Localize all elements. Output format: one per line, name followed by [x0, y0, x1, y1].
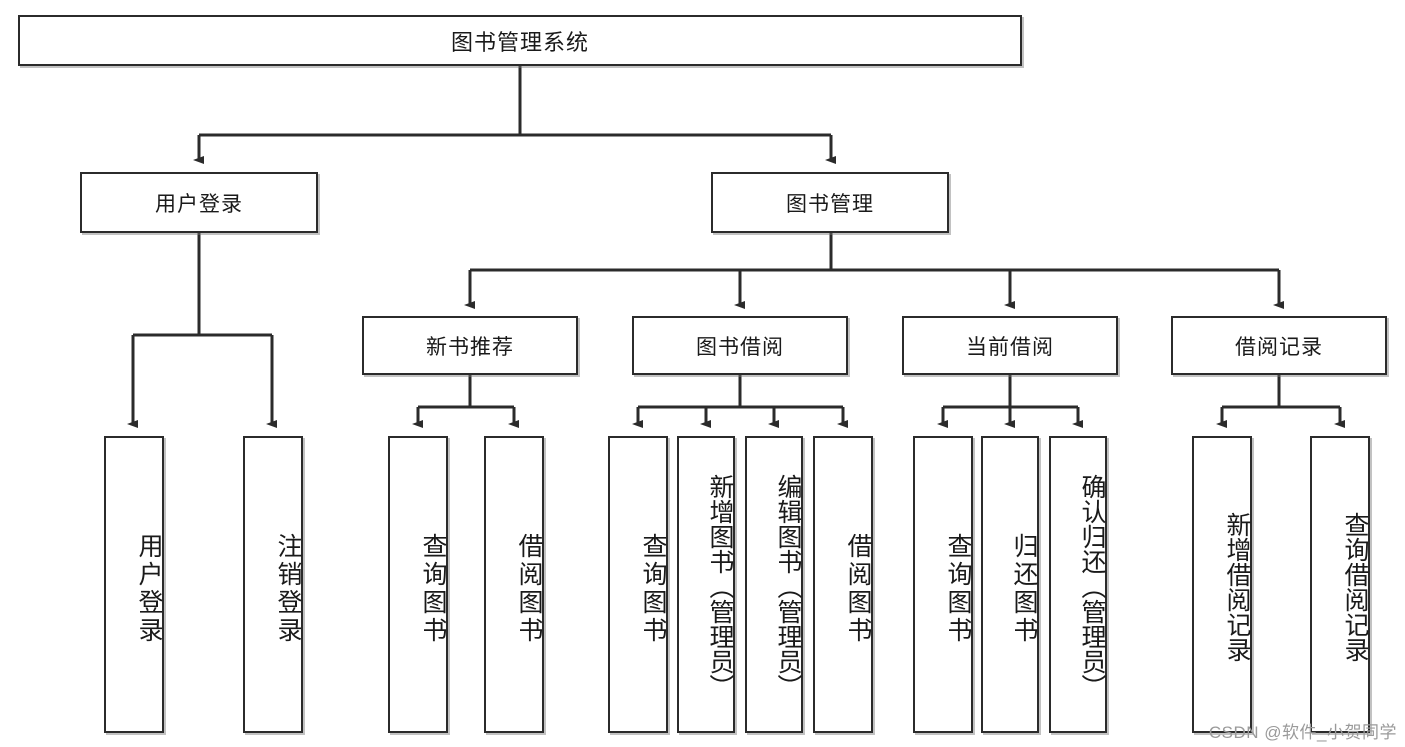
- node-borrow-record[interactable]: 借阅记录: [1171, 316, 1387, 375]
- node-label: 确认归还（管理员）: [1078, 474, 1106, 699]
- leaf-query-book-recommend[interactable]: 查询图书: [388, 436, 448, 733]
- node-label: 借阅图书: [844, 532, 872, 645]
- node-book-borrow[interactable]: 图书借阅: [632, 316, 848, 375]
- leaf-query-book-borrow[interactable]: 查询图书: [608, 436, 668, 733]
- node-label: 图书借阅: [696, 335, 784, 359]
- node-user-login[interactable]: 用户登录: [80, 172, 318, 233]
- node-label: 新增图书（管理员）: [706, 474, 734, 699]
- node-label: 用户登录: [155, 192, 243, 216]
- node-root-system[interactable]: 图书管理系统: [18, 15, 1022, 66]
- node-label: 借阅图书: [515, 532, 543, 645]
- node-label: 查询图书: [944, 532, 972, 645]
- leaf-user-login[interactable]: 用户登录: [104, 436, 164, 733]
- leaf-borrow-book-recommend[interactable]: 借阅图书: [484, 436, 544, 733]
- node-label: 查询图书: [639, 532, 667, 645]
- node-label: 注销登录: [274, 532, 302, 645]
- node-label: 用户登录: [135, 532, 163, 645]
- leaf-query-book-current[interactable]: 查询图书: [913, 436, 973, 733]
- node-current-borrow[interactable]: 当前借阅: [902, 316, 1118, 375]
- leaf-confirm-return-admin[interactable]: 确认归还（管理员）: [1049, 436, 1107, 733]
- leaf-add-book-admin[interactable]: 新增图书（管理员）: [677, 436, 735, 733]
- node-label: 查询借阅记录: [1341, 511, 1369, 662]
- leaf-logout[interactable]: 注销登录: [243, 436, 303, 733]
- node-label: 新书推荐: [426, 335, 514, 359]
- node-new-book-recommend[interactable]: 新书推荐: [362, 316, 578, 375]
- leaf-add-borrow-record[interactable]: 新增借阅记录: [1192, 436, 1252, 733]
- leaf-return-book[interactable]: 归还图书: [981, 436, 1039, 733]
- node-label: 图书管理: [786, 192, 874, 216]
- node-label: 编辑图书（管理员）: [774, 474, 802, 699]
- node-label: 当前借阅: [966, 335, 1054, 359]
- node-label: 新增借阅记录: [1223, 511, 1251, 662]
- node-label: 查询图书: [419, 532, 447, 645]
- node-label: 借阅记录: [1235, 335, 1323, 359]
- csdn-watermark: CSDN @软件_小贺同学: [1208, 723, 1397, 742]
- leaf-borrow-book[interactable]: 借阅图书: [813, 436, 873, 733]
- node-label: 归还图书: [1010, 532, 1038, 645]
- node-label: 图书管理系统: [450, 29, 589, 55]
- node-book-management[interactable]: 图书管理: [711, 172, 949, 233]
- leaf-edit-book-admin[interactable]: 编辑图书（管理员）: [745, 436, 803, 733]
- leaf-query-borrow-record[interactable]: 查询借阅记录: [1310, 436, 1370, 733]
